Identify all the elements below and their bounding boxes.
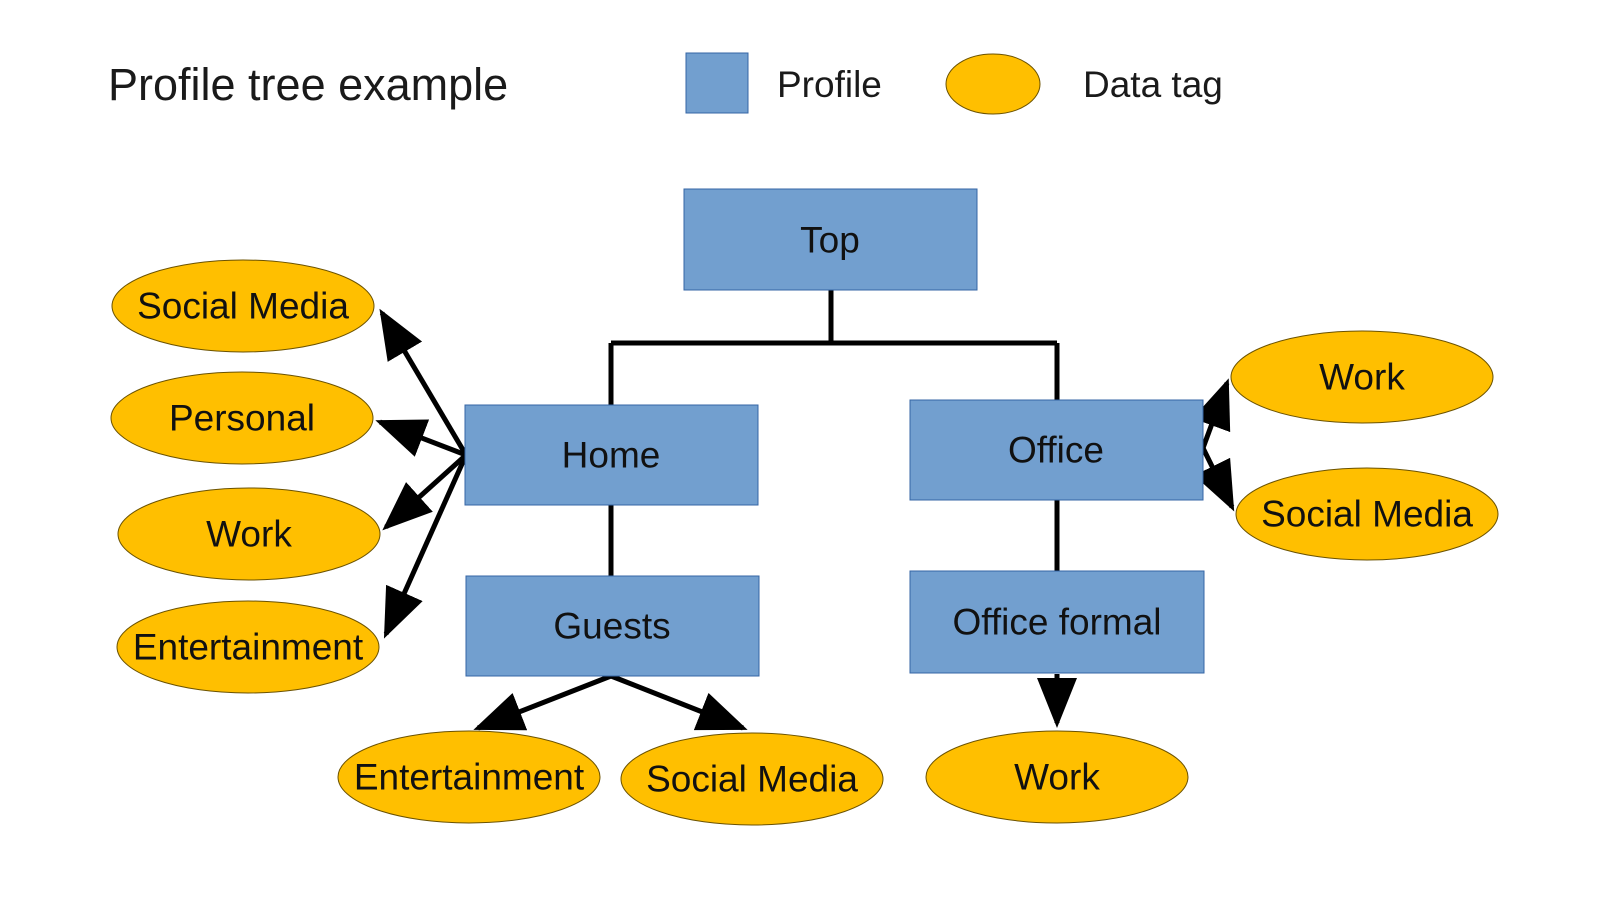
diagram-title: Profile tree example: [108, 59, 508, 110]
tag-label-guests-social-media: Social Media: [646, 759, 858, 800]
tag-label-office-social-media: Social Media: [1261, 494, 1473, 535]
profile-label-top: Top: [800, 220, 860, 261]
tag-label-office-work: Work: [1319, 357, 1405, 398]
arrow-office-social-media: [1194, 446, 1235, 512]
tag-label-home-personal: Personal: [169, 398, 315, 439]
tag-label-guests-entertainment: Entertainment: [354, 757, 585, 798]
legend-profile-swatch: [685, 52, 749, 114]
hierarchy-connectors: [608, 290, 1060, 576]
tag-arrows: [375, 308, 1235, 731]
legend-tag-swatch: [945, 53, 1041, 115]
profile-node-office: Office: [909, 399, 1204, 501]
tag-node-home-social-media: Social Media: [111, 259, 375, 353]
tag-node-home-personal: Personal: [110, 371, 374, 465]
legend-tag-label: Data tag: [1083, 64, 1223, 105]
tag-node-guests-entertainment: Entertainment: [337, 730, 601, 824]
tag-label-home-entertainment: Entertainment: [133, 627, 364, 668]
arrow-guests-entertainment: [473, 673, 612, 731]
arrow-home-work: [382, 453, 468, 531]
profile-label-office: Office: [1008, 430, 1104, 471]
tag-label-home-work: Work: [206, 514, 292, 555]
arrow-guests-social-media: [610, 673, 748, 731]
tag-node-office-social-media: Social Media: [1235, 467, 1499, 561]
tag-node-office-work: Work: [1230, 330, 1494, 424]
arrow-office-work: [1192, 378, 1231, 449]
profile-label-office-formal: Office formal: [952, 602, 1161, 643]
tag-node-home-entertainment: Entertainment: [116, 600, 380, 694]
arrow-home-entertainment: [383, 453, 469, 639]
tag-node-office-formal-work: Work: [925, 730, 1189, 824]
legend: Profile Data tag: [685, 52, 1223, 115]
arrow-home-social-media: [379, 308, 469, 457]
tag-label-home-social-media: Social Media: [137, 286, 349, 327]
profile-node-home: Home: [464, 404, 759, 506]
tag-node-guests-social-media: Social Media: [620, 732, 884, 826]
profile-node-top: Top: [683, 188, 978, 291]
tag-label-office-formal-work: Work: [1014, 757, 1100, 798]
tag-node-home-work: Work: [117, 487, 381, 581]
profile-node-guests: Guests: [465, 575, 760, 677]
legend-profile-label: Profile: [777, 64, 882, 105]
arrow-home-personal: [375, 419, 467, 458]
profile-label-guests: Guests: [553, 606, 670, 647]
profile-label-home: Home: [562, 435, 661, 476]
profile-node-office-formal: Office formal: [909, 570, 1205, 674]
